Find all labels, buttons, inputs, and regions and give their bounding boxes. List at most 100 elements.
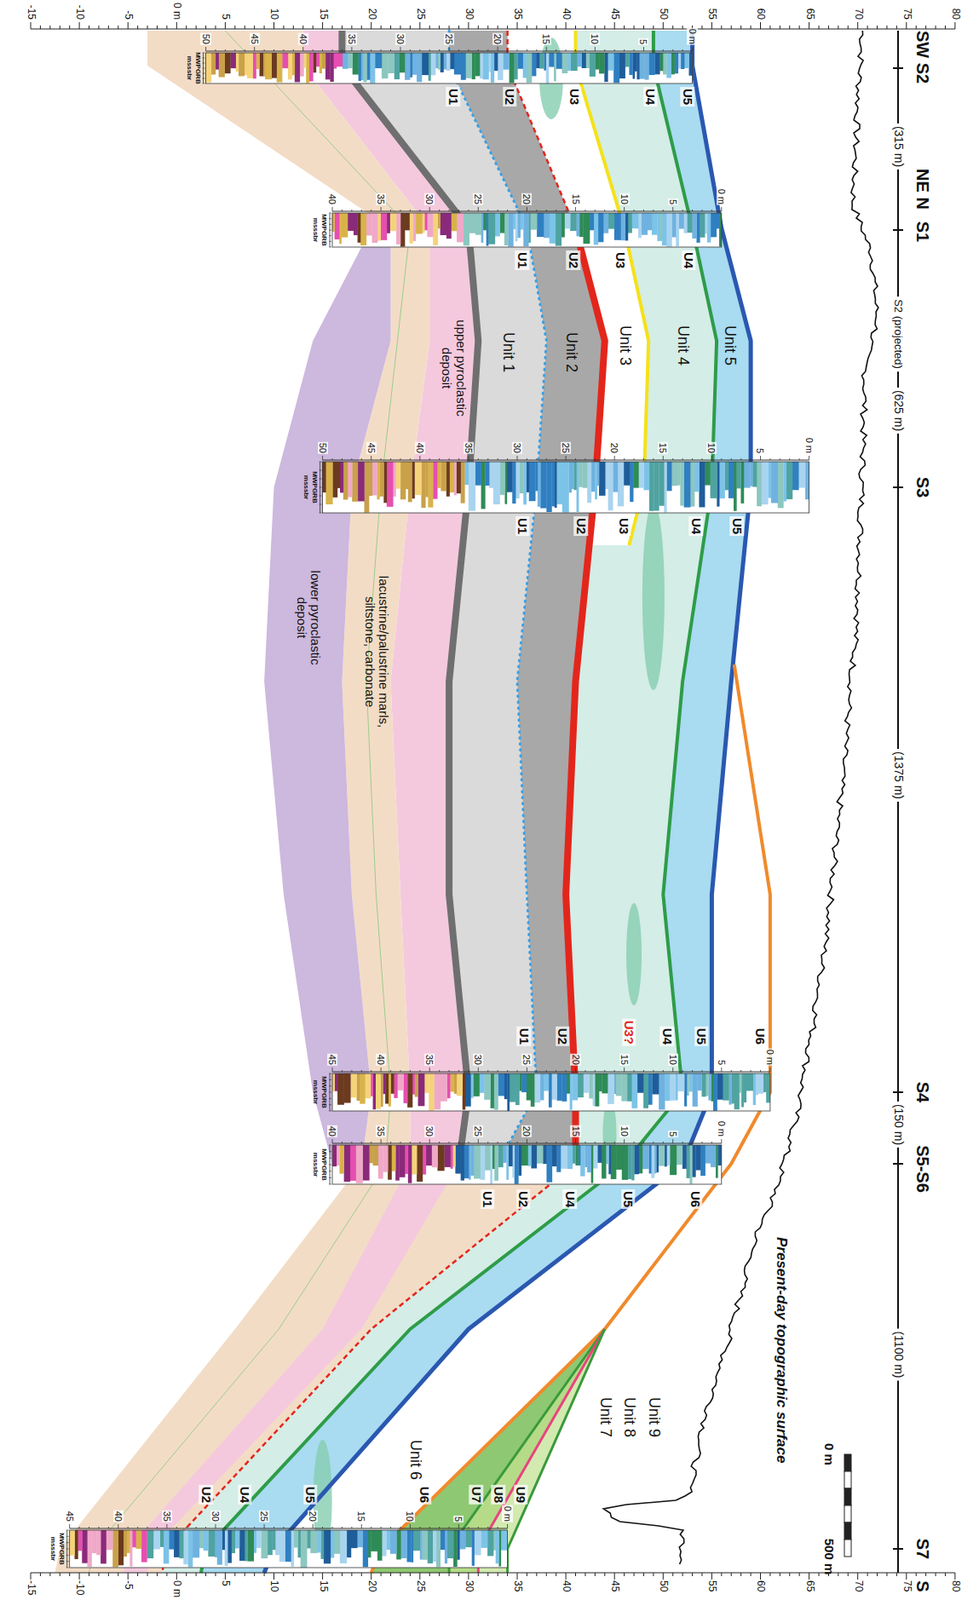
log-bed [490,52,495,83]
elevation-tick [380,25,382,29]
elevation-tick [282,1572,284,1577]
elevation-tick [302,1572,304,1577]
log-bed [513,52,518,80]
elevation-tick [380,1572,382,1577]
log-bed [686,213,692,233]
depth-tick [253,1526,255,1529]
log-bed [543,213,550,238]
depth-tick [711,209,713,212]
depth-tick [614,455,616,461]
log-bed [494,1073,499,1111]
log-bed [521,1073,527,1093]
log-bed [643,1073,649,1109]
log-bed [256,1530,262,1549]
log-bed [385,1530,391,1550]
topographic-surface [603,30,879,1565]
log-bed [475,461,482,486]
elevation-tick [584,25,586,29]
depth-tick [438,49,440,52]
log-bed [658,1145,665,1167]
log-bed [598,52,605,74]
log-bed [539,52,545,70]
elevation-tick [224,1572,226,1580]
log-bed [275,1530,280,1555]
log-bed [536,213,544,237]
depth-tick [477,458,479,461]
log-bed [584,1145,588,1168]
depth-tick [575,458,576,461]
log-bed [771,461,778,503]
log-bed [493,461,501,505]
log-bed [358,52,362,81]
log-bed [468,1145,472,1181]
depth-tick [720,207,722,212]
log-bed [132,1530,137,1548]
elevation-tick [429,1572,431,1577]
depth-label: 40 [113,1510,124,1523]
log-bed [756,461,762,507]
log-bed [621,1073,628,1102]
log-bed [372,213,379,243]
log-bed [531,52,536,76]
log-bed [385,1073,389,1105]
depth-tick [760,455,761,461]
log-bed [347,213,354,231]
elevation-label: 25 [414,1580,426,1592]
elevation-label: 50 [657,1580,669,1592]
log-bed [309,52,314,82]
unit-tag: U5 [680,86,696,107]
log-bed [616,1145,622,1170]
depth-tick [390,458,392,461]
log-bed [633,1145,640,1175]
elevation-tick [409,25,411,29]
log-bed [497,52,503,81]
grain-tick [328,1085,332,1087]
depth-tick [643,458,645,461]
log-bed [454,1073,457,1095]
elevation-tick [467,1572,469,1580]
elevation-label: -5 [122,1580,134,1590]
elevation-tick [69,25,70,29]
depth-tick [633,49,635,52]
depth-tick [273,1526,275,1529]
log-bed [659,52,663,71]
log-bed [224,52,231,74]
grain-tick [328,213,332,214]
depth-tick [594,1070,596,1072]
unit-4-band [575,30,718,546]
elevation-tick [166,1572,168,1577]
elevation-tick [623,1572,625,1577]
log-bed [100,1530,107,1564]
depth-tick [390,1141,392,1144]
log-bed [662,52,668,75]
depth-tick [750,458,752,461]
log-bed [632,213,640,229]
depth-tick [409,458,411,461]
log-bed [312,52,317,73]
log-bed [350,1145,357,1181]
depth-tick [575,207,576,212]
log-bed [366,52,370,81]
grain-tick [328,235,332,237]
unit-tag: U2 [566,250,582,271]
log-bed [571,1073,578,1100]
elevation-tick [594,1572,596,1577]
elevation-tick [205,25,207,29]
elevation-tick [750,25,752,29]
elevation-tick [253,25,255,29]
depth-tick [438,458,440,461]
elevation-tick [497,1572,499,1577]
log-bed [535,461,538,491]
depth-tick [351,1070,352,1072]
elevation-tick [195,25,197,29]
depth-label: 15 [356,1510,367,1523]
lower-pyroclastic-band [264,228,391,1164]
elevation-tick [633,25,635,29]
log-bed [593,1073,596,1106]
log-bed [482,52,489,80]
log-bed [105,1530,113,1550]
depth-tick [399,1526,401,1529]
log-bed [691,213,697,239]
log-bed [786,461,793,500]
log-bed [515,461,520,499]
